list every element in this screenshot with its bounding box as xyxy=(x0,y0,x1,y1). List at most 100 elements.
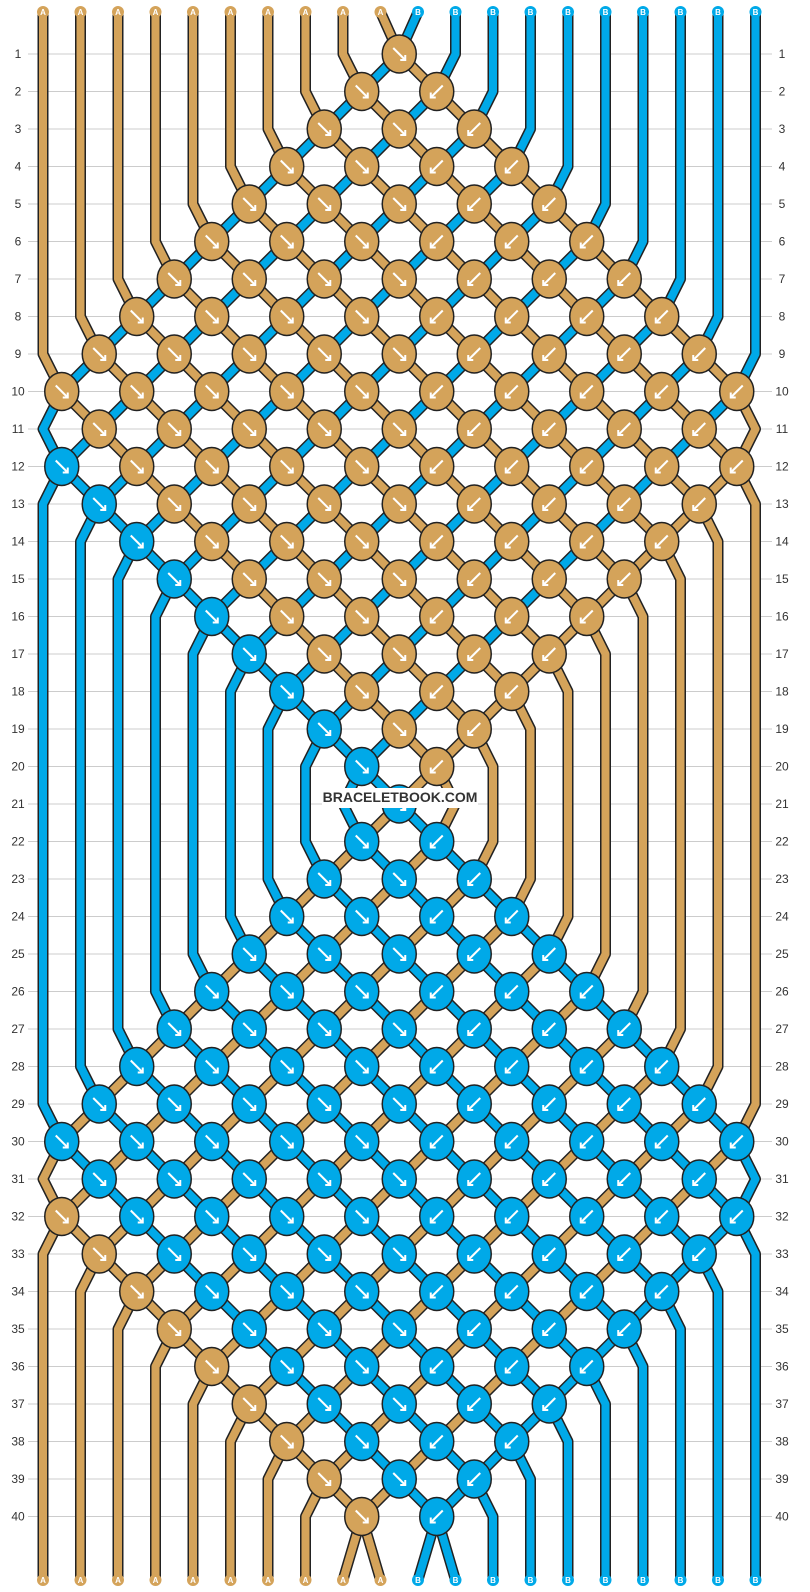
string-label-badge xyxy=(674,1574,687,1586)
knot xyxy=(381,709,417,749)
knot-arrow-head xyxy=(542,1030,549,1036)
knot xyxy=(719,1196,755,1237)
knot xyxy=(606,259,642,299)
knot xyxy=(381,1159,417,1199)
string-label-badge xyxy=(374,1574,387,1586)
knot xyxy=(306,1009,342,1049)
knot-arrow-head xyxy=(175,1105,182,1111)
knot-arrow-head xyxy=(362,242,369,249)
knot xyxy=(344,1121,380,1162)
string-label-badge xyxy=(674,6,687,18)
string-label-badge xyxy=(112,6,124,18)
knot-arrow-icon xyxy=(317,872,331,886)
knot-arrow-head xyxy=(287,392,294,399)
knot-arrow-head xyxy=(287,917,294,924)
knot-arrow-head xyxy=(362,992,369,999)
string-label-badge xyxy=(224,6,237,18)
knot-arrow-head xyxy=(467,1255,474,1261)
knot-arrow-icon xyxy=(242,1022,256,1036)
knot xyxy=(381,1234,417,1274)
knot-arrow-head xyxy=(287,617,294,624)
row-number: 40 xyxy=(11,1510,25,1524)
knot-arrow-icon xyxy=(55,1134,69,1149)
knot-arrow-icon xyxy=(655,309,669,324)
knot xyxy=(269,1346,305,1387)
knot-arrow-icon xyxy=(617,1172,631,1186)
knot-arrow-head xyxy=(362,917,369,924)
knot-arrow-icon xyxy=(505,159,519,174)
knot-arrow-icon xyxy=(467,872,481,886)
row-number: 37 xyxy=(775,1397,789,1411)
knot xyxy=(231,559,267,599)
knot-arrow-head xyxy=(542,580,549,586)
knot xyxy=(231,1084,267,1124)
row-number: 17 xyxy=(775,647,789,661)
knot xyxy=(719,1121,755,1162)
row-number: 39 xyxy=(775,1472,789,1486)
knot-arrow-icon xyxy=(205,534,219,549)
knot-arrow-icon xyxy=(580,1134,594,1149)
knot-arrow-icon xyxy=(317,122,331,136)
knot xyxy=(381,634,417,674)
knot xyxy=(81,1234,117,1274)
knot-arrow-icon xyxy=(467,1247,481,1261)
string-label: B xyxy=(603,1576,609,1585)
knot xyxy=(194,296,230,337)
row-number: 8 xyxy=(15,310,22,324)
knot xyxy=(231,409,267,449)
row-number: 25 xyxy=(11,947,25,961)
knot-arrow-head xyxy=(325,1405,332,1411)
knot xyxy=(644,371,680,412)
knot-arrow-head xyxy=(250,280,257,286)
knot xyxy=(344,896,380,937)
knot-arrow-icon xyxy=(392,347,406,361)
row-number: 33 xyxy=(775,1247,789,1261)
knot-arrow-head xyxy=(287,692,294,699)
string-label-badge xyxy=(149,6,162,18)
row-number: 21 xyxy=(775,797,789,811)
knot-arrow-icon xyxy=(167,1247,181,1261)
knot-arrow-head xyxy=(400,430,407,436)
string-label: A xyxy=(228,8,234,17)
knot-arrow-head xyxy=(100,1255,107,1261)
knot-arrow-icon xyxy=(392,497,406,511)
knot-arrow-head xyxy=(362,692,369,699)
knot xyxy=(344,746,380,787)
knot xyxy=(194,446,230,487)
knot-arrow-icon xyxy=(280,1434,294,1449)
knot-arrow-icon xyxy=(280,984,294,999)
knot-arrow-icon xyxy=(205,384,219,399)
knot-arrow-icon xyxy=(580,984,594,999)
knot-arrow-head xyxy=(250,1405,257,1411)
knot xyxy=(81,409,117,449)
knot-arrow-icon xyxy=(542,947,556,961)
knot xyxy=(531,634,567,674)
knot xyxy=(344,1271,380,1312)
knot-arrow-icon xyxy=(317,497,331,511)
string-label: A xyxy=(303,1576,309,1585)
string-label: B xyxy=(678,8,684,17)
row-number: 11 xyxy=(12,422,25,436)
knot xyxy=(119,1121,155,1162)
string-label: A xyxy=(153,8,159,17)
knot xyxy=(269,446,305,487)
knot xyxy=(494,296,530,337)
knot-arrow-icon xyxy=(505,609,519,624)
knot-arrow-head xyxy=(692,355,699,361)
knot-arrow-icon xyxy=(355,609,369,624)
knot xyxy=(419,821,455,862)
knot-arrow-head xyxy=(504,167,511,174)
knot xyxy=(344,1046,380,1087)
knot-arrow-head xyxy=(504,1067,511,1074)
string-label: B xyxy=(453,1576,459,1585)
knot-arrow-icon xyxy=(467,572,481,586)
knot xyxy=(306,1309,342,1349)
row-labels-right: 1234567891011121314151617181920212223242… xyxy=(775,47,789,1524)
knot-arrow-head xyxy=(400,1330,407,1336)
knot-arrow-head xyxy=(250,430,257,436)
knot-arrow-head xyxy=(212,617,219,624)
knot-arrow-icon xyxy=(467,947,481,961)
string-label-badge xyxy=(449,6,462,18)
knot-arrow-head xyxy=(542,1180,549,1186)
knot xyxy=(419,296,455,337)
